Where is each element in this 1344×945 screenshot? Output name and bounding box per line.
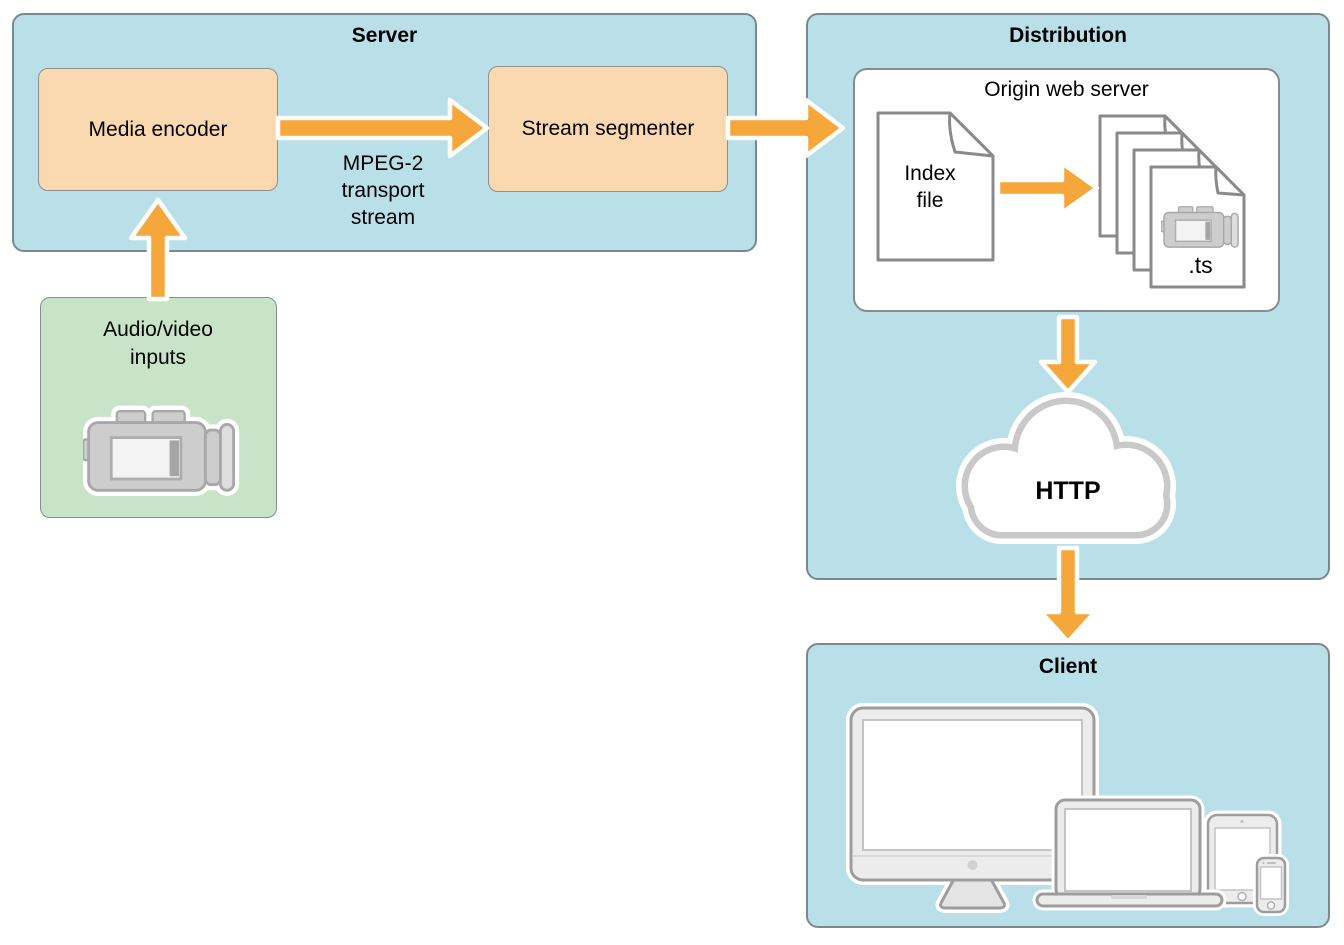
origin-web-server-label: Origin web server — [984, 78, 1149, 101]
http-label: HTTP — [1035, 477, 1101, 505]
mpeg2-transport-stream-label: MPEG-2 transport stream — [341, 152, 425, 229]
iphone-icon — [1253, 854, 1289, 916]
stream-segmenter-label: Stream segmenter — [521, 117, 695, 140]
index-file-label: Index file — [904, 162, 956, 212]
camcorder-icon — [83, 405, 240, 496]
audio-video-inputs-label: Audio/video inputs — [103, 318, 213, 369]
client-devices — [846, 703, 1289, 916]
media-encoder-box: Media encoder — [38, 68, 278, 191]
distribution-title: Distribution — [1009, 24, 1127, 47]
index-file-icon — [876, 111, 995, 262]
server-title: Server — [351, 24, 418, 47]
stream-segmenter-box: Stream segmenter — [488, 66, 728, 192]
imac-icon — [846, 703, 1099, 913]
http-cloud-icon — [956, 392, 1176, 544]
media-encoder-label: Media encoder — [88, 117, 228, 141]
ts-file-label: .ts — [1188, 252, 1213, 278]
client-title: Client — [1038, 655, 1098, 678]
macbook-icon — [1032, 795, 1227, 911]
camcorder-small-icon — [1161, 203, 1241, 250]
